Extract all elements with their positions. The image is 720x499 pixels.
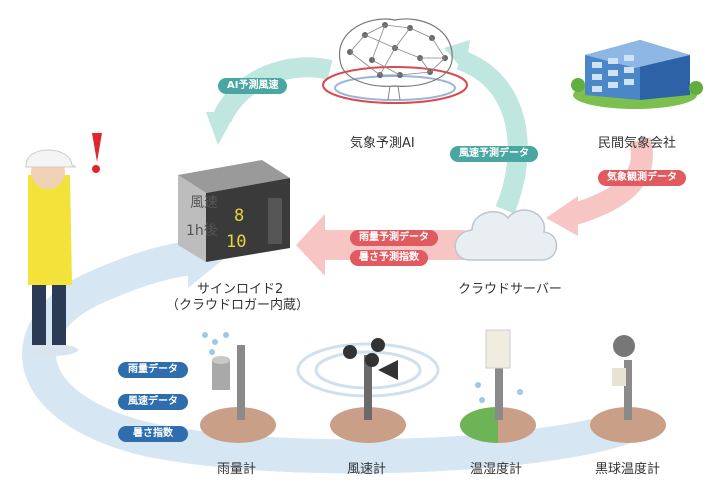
label-weather-company: 民間気象会社	[598, 136, 677, 151]
tag-weather-obs-data: 気象観測データ	[598, 170, 686, 186]
sensor-loop-arrow	[22, 241, 637, 474]
brain-network-icon	[322, 18, 468, 104]
display-label-wind: 風速	[190, 195, 218, 211]
cloud-to-ai-arrow	[456, 50, 528, 214]
display-value-wind: 8	[234, 206, 245, 226]
tag-wind-forecast-data: 風速予測データ	[450, 146, 538, 162]
anemometer-icon	[296, 338, 440, 420]
globe-thermometer-icon	[612, 335, 635, 420]
tag-wind-data: 風速データ	[118, 394, 188, 410]
cloud-icon	[454, 209, 558, 261]
rain-gauge-icon	[202, 332, 245, 420]
label-globe-thermometer: 黒球温度計	[595, 462, 661, 477]
signoid-device	[178, 160, 290, 262]
display-label-1h: 1h後	[186, 223, 218, 239]
sensor-base-plates	[200, 407, 666, 443]
ai-to-sign-arrow	[212, 57, 333, 123]
label-signoid-sub: （クラウドロガー内蔵）	[166, 298, 310, 313]
company-to-cloud-arrow	[571, 137, 653, 225]
thermo-hygrometer-icon	[475, 329, 523, 420]
ai-to-sign-arrowhead	[206, 112, 236, 145]
cloud-to-ai-arrowhead	[444, 40, 470, 72]
exclamation-icon	[92, 133, 102, 173]
tag-rain-data: 雨量データ	[118, 362, 188, 378]
company-to-cloud-arrowhead	[546, 196, 578, 236]
tag-rain-forecast-data: 雨量予測データ	[350, 230, 438, 246]
office-building-icon	[571, 40, 703, 109]
label-anemometer: 風速計	[347, 462, 387, 477]
label-signoid: サインロイド2	[197, 282, 284, 297]
display-value-1h: 10	[226, 232, 247, 252]
label-cloud-server: クラウドサーバー	[458, 282, 562, 297]
cloud-to-sign-arrowhead	[296, 214, 325, 276]
label-weather-ai: 気象予測AI	[350, 136, 415, 151]
worker-icon	[25, 149, 78, 356]
label-rain-gauge: 雨量計	[217, 462, 257, 477]
label-thermo-hygrometer: 温湿度計	[470, 462, 523, 477]
tag-ai-wind-forecast: AI予測風速	[218, 78, 288, 94]
tag-heat-index: 暑さ指数	[118, 426, 188, 442]
tag-heat-forecast-index: 暑さ予測指数	[350, 250, 428, 266]
